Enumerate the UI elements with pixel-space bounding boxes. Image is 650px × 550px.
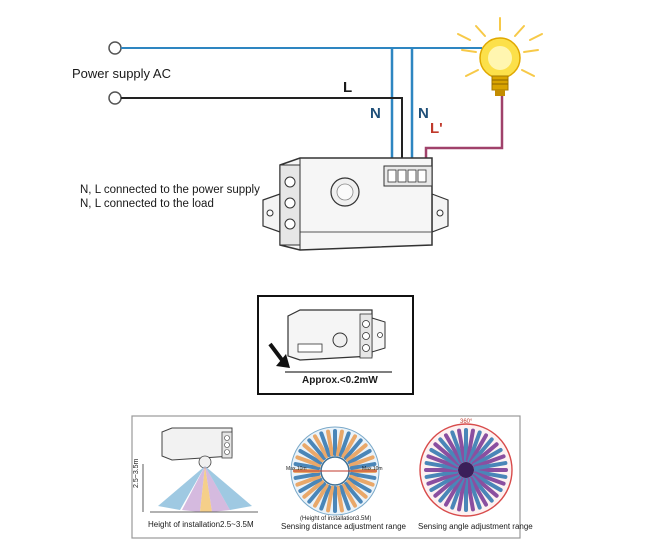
angle-petal <box>467 477 482 510</box>
angle-petal <box>444 433 463 464</box>
power-box-label: Approx.<0.2mW <box>302 375 378 386</box>
distance-petal <box>349 471 377 480</box>
angle-petal <box>426 471 459 486</box>
neutral-label-2: N <box>418 105 429 122</box>
distance-petal <box>343 438 363 460</box>
angle-petal <box>450 430 465 463</box>
light-bulb-icon <box>479 37 521 96</box>
distance-petal <box>348 455 375 468</box>
distance-petal <box>326 485 335 513</box>
angle-petal <box>429 473 460 492</box>
angle-petal <box>433 442 461 466</box>
distance-petal <box>302 443 324 463</box>
ac-terminal-top <box>108 41 122 55</box>
panel1-side-label: 2.5~3.5m <box>133 458 140 488</box>
distance-petal <box>307 438 327 460</box>
note-line-2: N, L connected to the load <box>80 198 214 210</box>
distance-petal <box>298 477 323 493</box>
angle-petal <box>473 471 506 486</box>
angle-petal <box>438 437 462 465</box>
distance-petal <box>313 483 329 508</box>
distance-petal <box>348 474 375 487</box>
distance-petal <box>302 479 324 499</box>
distance-petal <box>347 477 372 493</box>
angle-petal <box>472 448 503 467</box>
arrow-icon <box>268 342 290 368</box>
angle-petal <box>470 475 494 503</box>
note-line-1: N, L connected to the power supply <box>80 184 260 196</box>
sensing-distance-illustration <box>290 426 380 516</box>
panel2-left-label: Max.10m <box>286 466 307 472</box>
panel1-caption: Height of installation2.5~3.5M <box>148 520 254 529</box>
panel2-top-label: (Height of installation3.5M) <box>300 516 372 522</box>
bulb-glow <box>457 17 543 77</box>
angle-petal <box>438 475 462 503</box>
angle-petal <box>470 437 494 465</box>
distance-petal <box>307 482 327 504</box>
distance-petal <box>341 483 357 508</box>
distance-petal <box>347 449 372 465</box>
distance-petal <box>293 471 321 480</box>
distance-petal <box>338 484 351 511</box>
panel3-top-label: 360° <box>460 419 473 425</box>
install-height-illustration <box>142 427 258 513</box>
distance-petal <box>298 449 323 465</box>
distance-petal <box>338 431 351 458</box>
ac-terminal-bottom <box>108 91 122 105</box>
live-label: L <box>343 79 353 96</box>
angle-petal <box>473 469 508 479</box>
distance-petal <box>319 431 332 458</box>
angle-petal <box>424 461 459 471</box>
angle-petal <box>424 469 459 479</box>
distance-petal <box>319 484 332 511</box>
distance-petal <box>346 479 368 499</box>
distance-petal <box>295 474 322 487</box>
distance-petal <box>346 443 368 463</box>
angle-petal <box>457 477 467 512</box>
panel3-caption: Sensing angle adjustment range <box>418 522 533 531</box>
power-supply-label: Power supply AC <box>72 66 171 81</box>
angle-petal <box>444 476 463 507</box>
distance-petal <box>341 434 357 459</box>
angle-petal <box>467 430 482 463</box>
distance-petal <box>349 462 377 471</box>
angle-petal <box>469 476 488 507</box>
load-label: L' <box>430 120 443 137</box>
angle-petal <box>429 448 460 467</box>
sensing-angle-illustration <box>419 423 513 517</box>
angle-petal <box>465 477 475 512</box>
angle-petal <box>472 473 503 492</box>
angle-petal <box>471 474 499 498</box>
live-wire <box>121 97 403 170</box>
distance-petal <box>335 429 344 457</box>
angle-petal <box>473 461 508 471</box>
panel2-right-label: Max.10m <box>362 466 383 472</box>
panel2-caption: Sensing distance adjustment range <box>281 522 406 531</box>
neutral-label-1: N <box>370 105 381 122</box>
distance-petal <box>326 429 335 457</box>
distance-petal <box>313 434 329 459</box>
angle-petal <box>433 474 461 498</box>
angle-petal <box>457 428 467 463</box>
distance-petal <box>293 462 321 471</box>
distance-petal <box>335 485 344 513</box>
power-box-module <box>287 309 386 361</box>
distance-petal <box>343 482 363 504</box>
angle-petal <box>469 433 488 464</box>
angle-petal <box>450 477 465 510</box>
distance-petal <box>295 455 322 468</box>
angle-petal <box>465 428 475 463</box>
sensor-module <box>262 157 449 251</box>
angle-petal <box>426 454 459 469</box>
angle-petal <box>471 442 499 466</box>
angle-petal <box>473 454 506 469</box>
